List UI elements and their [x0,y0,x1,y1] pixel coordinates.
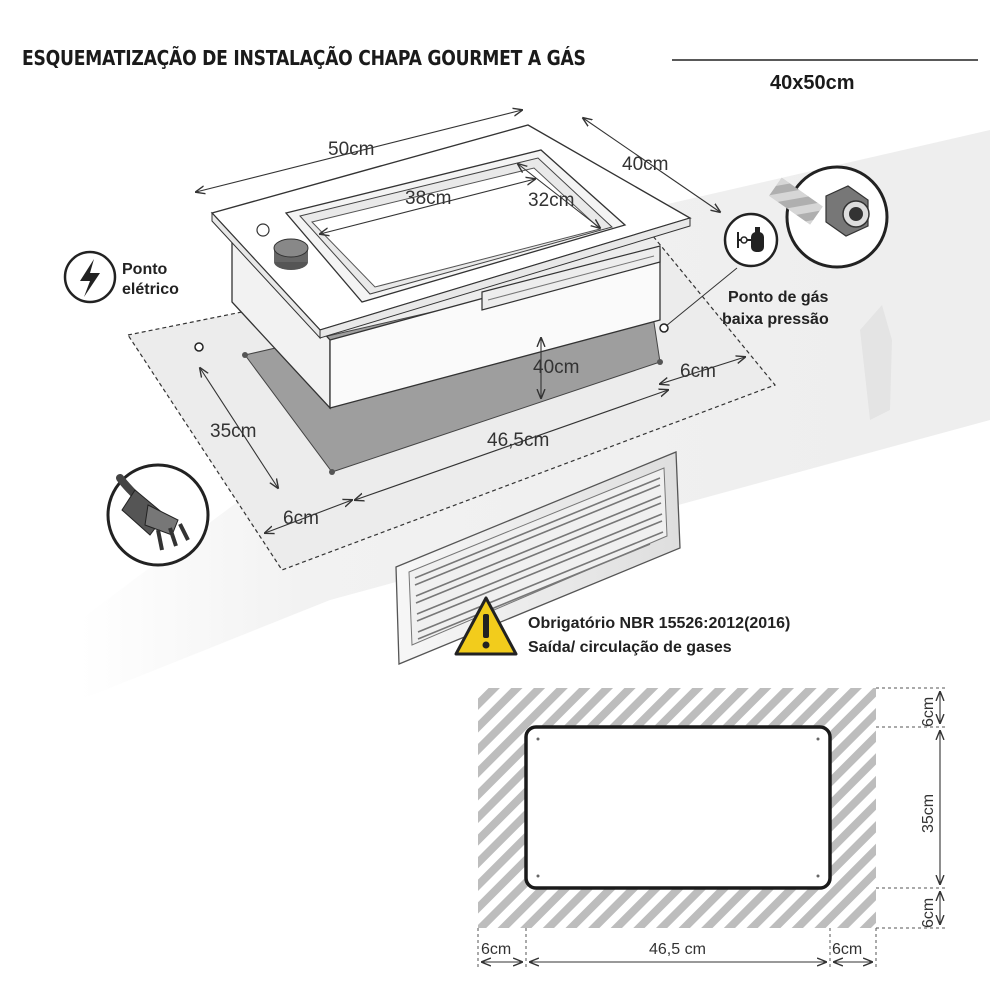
warning-line1: Obrigatório NBR 15526:2012(2016) [528,615,790,632]
gas-cylinder-icon [723,212,779,268]
dim-height: 40cm [533,357,579,378]
ventilation-grille [395,451,681,665]
dim-cutout-width: 46,5cm [487,430,549,451]
plan-view [477,687,948,968]
dim-cutout-depth: 35cm [210,421,256,442]
plan-dim-left: 6cm [481,941,511,958]
dim-plate-width: 38cm [405,188,451,209]
gas-leader-line [665,267,738,327]
label-electric-line1: Ponto [122,261,168,278]
dim-plate-depth: 32cm [528,190,574,211]
dimension-lines [196,110,745,533]
label-electric-line2: elétrico [122,281,179,298]
electric-point-marker [194,342,204,352]
plan-dim-bottom: 6cm [920,898,937,928]
dim-width-top: 50cm [328,139,374,160]
plan-dim-right: 6cm [832,941,862,958]
label-gas-line2: baixa pressão [722,311,829,328]
electric-plug-icon [106,463,210,567]
title-rule [672,59,978,61]
dim-margin-side: 6cm [680,361,716,382]
product-size: 40x50cm [770,72,855,94]
warning-line2: Saída/ circulação de gases [528,639,732,656]
plan-dim-center: 46,5 cm [649,941,706,958]
warning-icon [454,596,518,656]
plan-dim-middle: 35cm [920,794,937,833]
lightning-icon [63,250,117,304]
label-gas-line1: Ponto de gás [728,289,829,306]
dim-margin-front: 6cm [283,508,319,529]
plan-dim-top: 6cm [920,697,937,727]
diagram-title: ESQUEMATIZAÇÃO DE INSTALAÇÃO CHAPA GOURM… [22,46,586,70]
dim-depth-top: 40cm [622,154,668,175]
gas-hose-connector-icon [769,165,889,269]
